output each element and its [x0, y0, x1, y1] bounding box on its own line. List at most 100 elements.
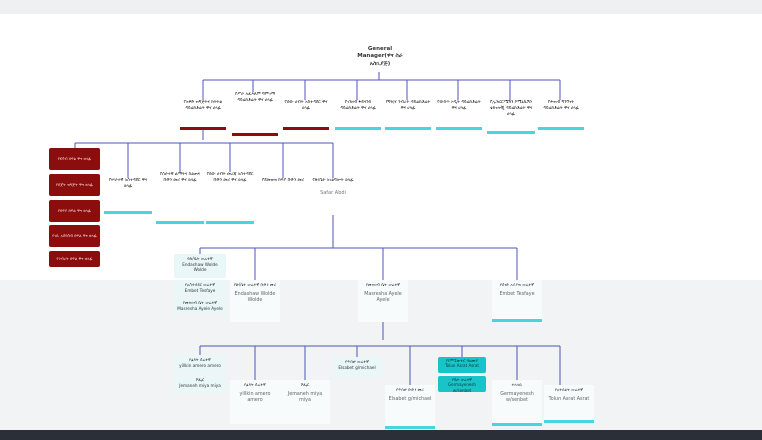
person-name: yillkin amero amero [239, 391, 271, 404]
person-name: Masresha Ayele Ayele [177, 305, 223, 311]
status-bar [335, 127, 381, 130]
card-title: የአትክልት ሠራተኛ [554, 387, 584, 392]
staff-card[interactable]: የመዝገብ ቤት ሠራተኛ Masresha Ayele Ayele [174, 298, 226, 314]
status-bar [538, 127, 584, 130]
card-title: የአስተዳደር ሠራተኛ [184, 282, 216, 287]
status-bar [104, 211, 152, 214]
finance-unit-box[interactable]: የንብረት ክፍል ዋና ኃላፊ [49, 251, 100, 267]
status-bar [283, 127, 329, 130]
person-name: Masresha Ayele Ayele [364, 291, 402, 304]
node-label: የገቢ አሰባሰብ ክፍል ዋና ኃላፊ [52, 233, 97, 239]
node-label: የአቅድ ዝግጅትና ክትትል ዳይሬክቶሬት ዋና ሀላፊ [183, 100, 223, 111]
finance-unit-box[interactable]: የሂሳብ ክፍል ዋና ኃላፊ [49, 148, 100, 170]
node-label: የግዢና ንብረት ዳይሬክቶሬት ዋና ሀላፊ [385, 100, 431, 111]
directorate-node[interactable]: የውስጥ ኦዲት ዳይሬክቶሬት ዋና ሀላፊ [436, 100, 482, 130]
node-label: የሥራ አፈጻጸም ግምገማ ዳይሬክቶሬት ዋና ሀላፊ [234, 92, 276, 103]
card-title: የቤት ሠራተኛ [452, 377, 472, 382]
node-label: የሰው ሀብት መረጃ አስተዳደር ቡድን መሪ ዋና ኃላፊ [206, 172, 254, 183]
status-bar [385, 127, 431, 130]
node-label: የክፍያ ክፍል ዋና ኃላፊ [58, 208, 91, 214]
person-name: Elsabet g/michael [388, 396, 432, 402]
directorate-node[interactable]: የሰው ሀብት አስተዳደር ዋና ሀላፊ [283, 100, 329, 130]
node-label: የንብረት ክፍል ዋና ኃላፊ [56, 256, 93, 262]
person-name: Jemaneh miya miya [287, 391, 323, 404]
staff-card[interactable]: የጥበቃ ቡድን መሪ Elsabet g/michael [385, 385, 435, 429]
person-name: Germayenesh w/senbet [500, 391, 534, 404]
node-label: የሰው ሀብት አስተዳደር ዋና ሀላፊ [284, 100, 328, 111]
directorate-node[interactable]: የሥራ አፈጻጸም ግምገማ ዳይሬክቶሬት ዋና ሀላፊ [232, 92, 278, 136]
highlighted-staff-card[interactable]: የኮምፒውተር ባለሙያ Tolun Asrat Asrat [438, 357, 486, 373]
directorate-node[interactable]: የአቅድ ዝግጅትና ክትትል ዳይሬክቶሬት ዋና ሀላፊ [180, 100, 226, 130]
card-title: የመዝገብ ቤት ሠራተኛ [365, 282, 401, 287]
node-label: የጽ/ቤት አገልግሎት ኃላፊ [312, 178, 354, 183]
directorate-node[interactable]: የሕዝብ ግንኙነት ዳይሬክቶሬት ዋና ሀላፊ [538, 100, 584, 130]
staff-card[interactable]: የጽ/ቤት ሠራተኛ Endashaw Wolde Wolde [174, 254, 226, 278]
card-title: ተላላኪ [511, 382, 523, 387]
node-label: የሂሳብ ክፍል ዋና ኃላፊ [57, 156, 92, 162]
staff-card[interactable]: የፅዳት ሰራተኛ yillkin amero amero [230, 380, 280, 424]
status-bar [385, 426, 435, 429]
node-label: የበጀት ዝግጅት ዋና ኃላፊ [56, 182, 93, 188]
card-title: የጥበቃ ሠራተኛ [345, 359, 369, 364]
status-bar [436, 127, 482, 130]
node-label: የውስጥ ኦዲት ዳይሬክቶሬት ዋና ሀላፊ [437, 100, 481, 111]
top-toolbar [0, 0, 762, 14]
staff-card[interactable]: የጽ/ቤት ሠራተኛ ቡድን መሪ Endashaw Wolde Wolde [230, 280, 280, 322]
staff-card[interactable]: የአትክልት ሠራተኛ Tolun Asrat Asrat [544, 385, 594, 423]
card-title: የጽ/ቤት ሠራተኛ [187, 256, 213, 261]
finance-unit-box[interactable]: የበጀት ዝግጅት ዋና ኃላፊ [49, 174, 100, 196]
team-node[interactable]: የጽ/ቤት አገልግሎት ኃላፊ Safar Abdi [308, 178, 358, 216]
staff-card[interactable]: ተላላኪ Germayenesh w/senbet [492, 380, 542, 426]
person-name: Tolun Asrat Asrat [445, 363, 479, 369]
person-name: Endashaw Wolde Wolde [234, 291, 276, 304]
person-name: Jemaneh miya miya [179, 382, 221, 388]
status-bar [487, 131, 535, 134]
staff-card[interactable]: የአስተዳደር ሠራተኛ Embet Tesfaye [174, 280, 226, 296]
general-manager-node[interactable]: General Manager(ዋና ስራ አስኪያጅ) [352, 46, 408, 72]
directorate-node[interactable]: የግዢና ንብረት ዳይሬክቶሬት ዋና ሀላፊ [385, 100, 431, 130]
directorate-node[interactable]: የኢንፎርሜሽን ኮሚኒኬሽን ቴክኖሎጂ ዳይሬክቶሬት ዋና ሀላፊ [487, 100, 535, 134]
card-title: የፅዳት ሰራተኛ [189, 357, 211, 362]
status-bar [492, 423, 542, 426]
finance-unit-box[interactable]: የክፍያ ክፍል ዋና ኃላፊ [49, 200, 100, 222]
card-title: የጥበቃ ቡድን መሪ [396, 387, 424, 392]
person-name: Embet Tesfaye [184, 287, 216, 293]
node-label: የደመወዝ ክፍያ ቡድን መሪ [261, 178, 305, 183]
staff-card[interactable]: የፅዳት ሰራተኛ yillkin amero amero [174, 355, 226, 373]
node-label: የገንዘብ ፋይናንስ ዳይሬክቶሬት ዋና ሀላፊ [340, 100, 376, 111]
node-label: የኢንፎርሜሽን ኮሚኒኬሽን ቴክኖሎጂ ዳይሬክቶሬት ዋና ሀላፊ [489, 100, 533, 117]
card-title: የጽ/ቤት ሠራተኛ ቡድን መሪ [233, 282, 277, 287]
status-bar [544, 420, 594, 423]
status-bar [232, 133, 278, 136]
finance-unit-box[interactable]: የገቢ አሰባሰብ ክፍል ዋና ኃላፊ [49, 225, 100, 247]
highlighted-staff-card[interactable]: የቤት ሠራተኛ Germayenesh w/senbet [438, 376, 486, 392]
card-title: የኮምፒውተር ባለሙያ [445, 358, 479, 363]
staff-card[interactable]: የመዝገብ ቤት ሠራተኛ Masresha Ayele Ayele [358, 280, 408, 322]
staff-card[interactable]: ሾፌር Jemaneh miya miya [174, 375, 226, 393]
staff-card[interactable]: የሰነድ አያያዝ ሠራተኛ Embet Tesfaye [492, 280, 542, 322]
team-node[interactable]: የሰራተኛ ልማትና ስልጠና ቡድን መሪ ዋና ኃላፊ [156, 172, 204, 224]
status-bar [492, 319, 542, 322]
card-title: ሾፌር [195, 377, 205, 382]
team-node[interactable]: የደመወዝ ክፍያ ቡድን መሪ [259, 178, 307, 216]
node-label: የሠራተኛ አስተዳደር ዋና ኃላፊ [108, 178, 148, 189]
person-name: Endashaw Wolde Wolde [182, 261, 218, 273]
general-manager-label: General Manager(ዋና ስራ አስኪያጅ) [357, 46, 403, 67]
person-name: Tolun Asrat Asrat [548, 396, 590, 402]
team-node[interactable]: የሰው ሀብት መረጃ አስተዳደር ቡድን መሪ ዋና ኃላፊ [206, 172, 254, 224]
node-label: የሕዝብ ግንኙነት ዳይሬክቶሬት ዋና ሀላፊ [543, 100, 579, 111]
team-node[interactable]: የሠራተኛ አስተዳደር ዋና ኃላፊ [104, 178, 152, 214]
card-title: የሰነድ አያያዝ ሠራተኛ [499, 282, 534, 287]
card-title: ሾፌር [300, 382, 310, 387]
staff-card[interactable]: የጥበቃ ሠራተኛ Elsabet g/michael [333, 357, 381, 377]
status-bar [180, 127, 226, 130]
card-title: የመዝገብ ቤት ሠራተኛ [182, 300, 218, 305]
bottom-scrollbar[interactable] [0, 430, 762, 440]
directorate-node[interactable]: የገንዘብ ፋይናንስ ዳይሬክቶሬት ዋና ሀላፊ [335, 100, 381, 130]
person-name: Embet Tesfaye [499, 291, 535, 297]
status-bar [206, 221, 254, 224]
person-name: yillkin amero amero [179, 362, 221, 368]
person-name: Germayenesh w/senbet [448, 382, 476, 392]
staff-card[interactable]: ሾፌር Jemaneh miya miya [280, 380, 330, 424]
